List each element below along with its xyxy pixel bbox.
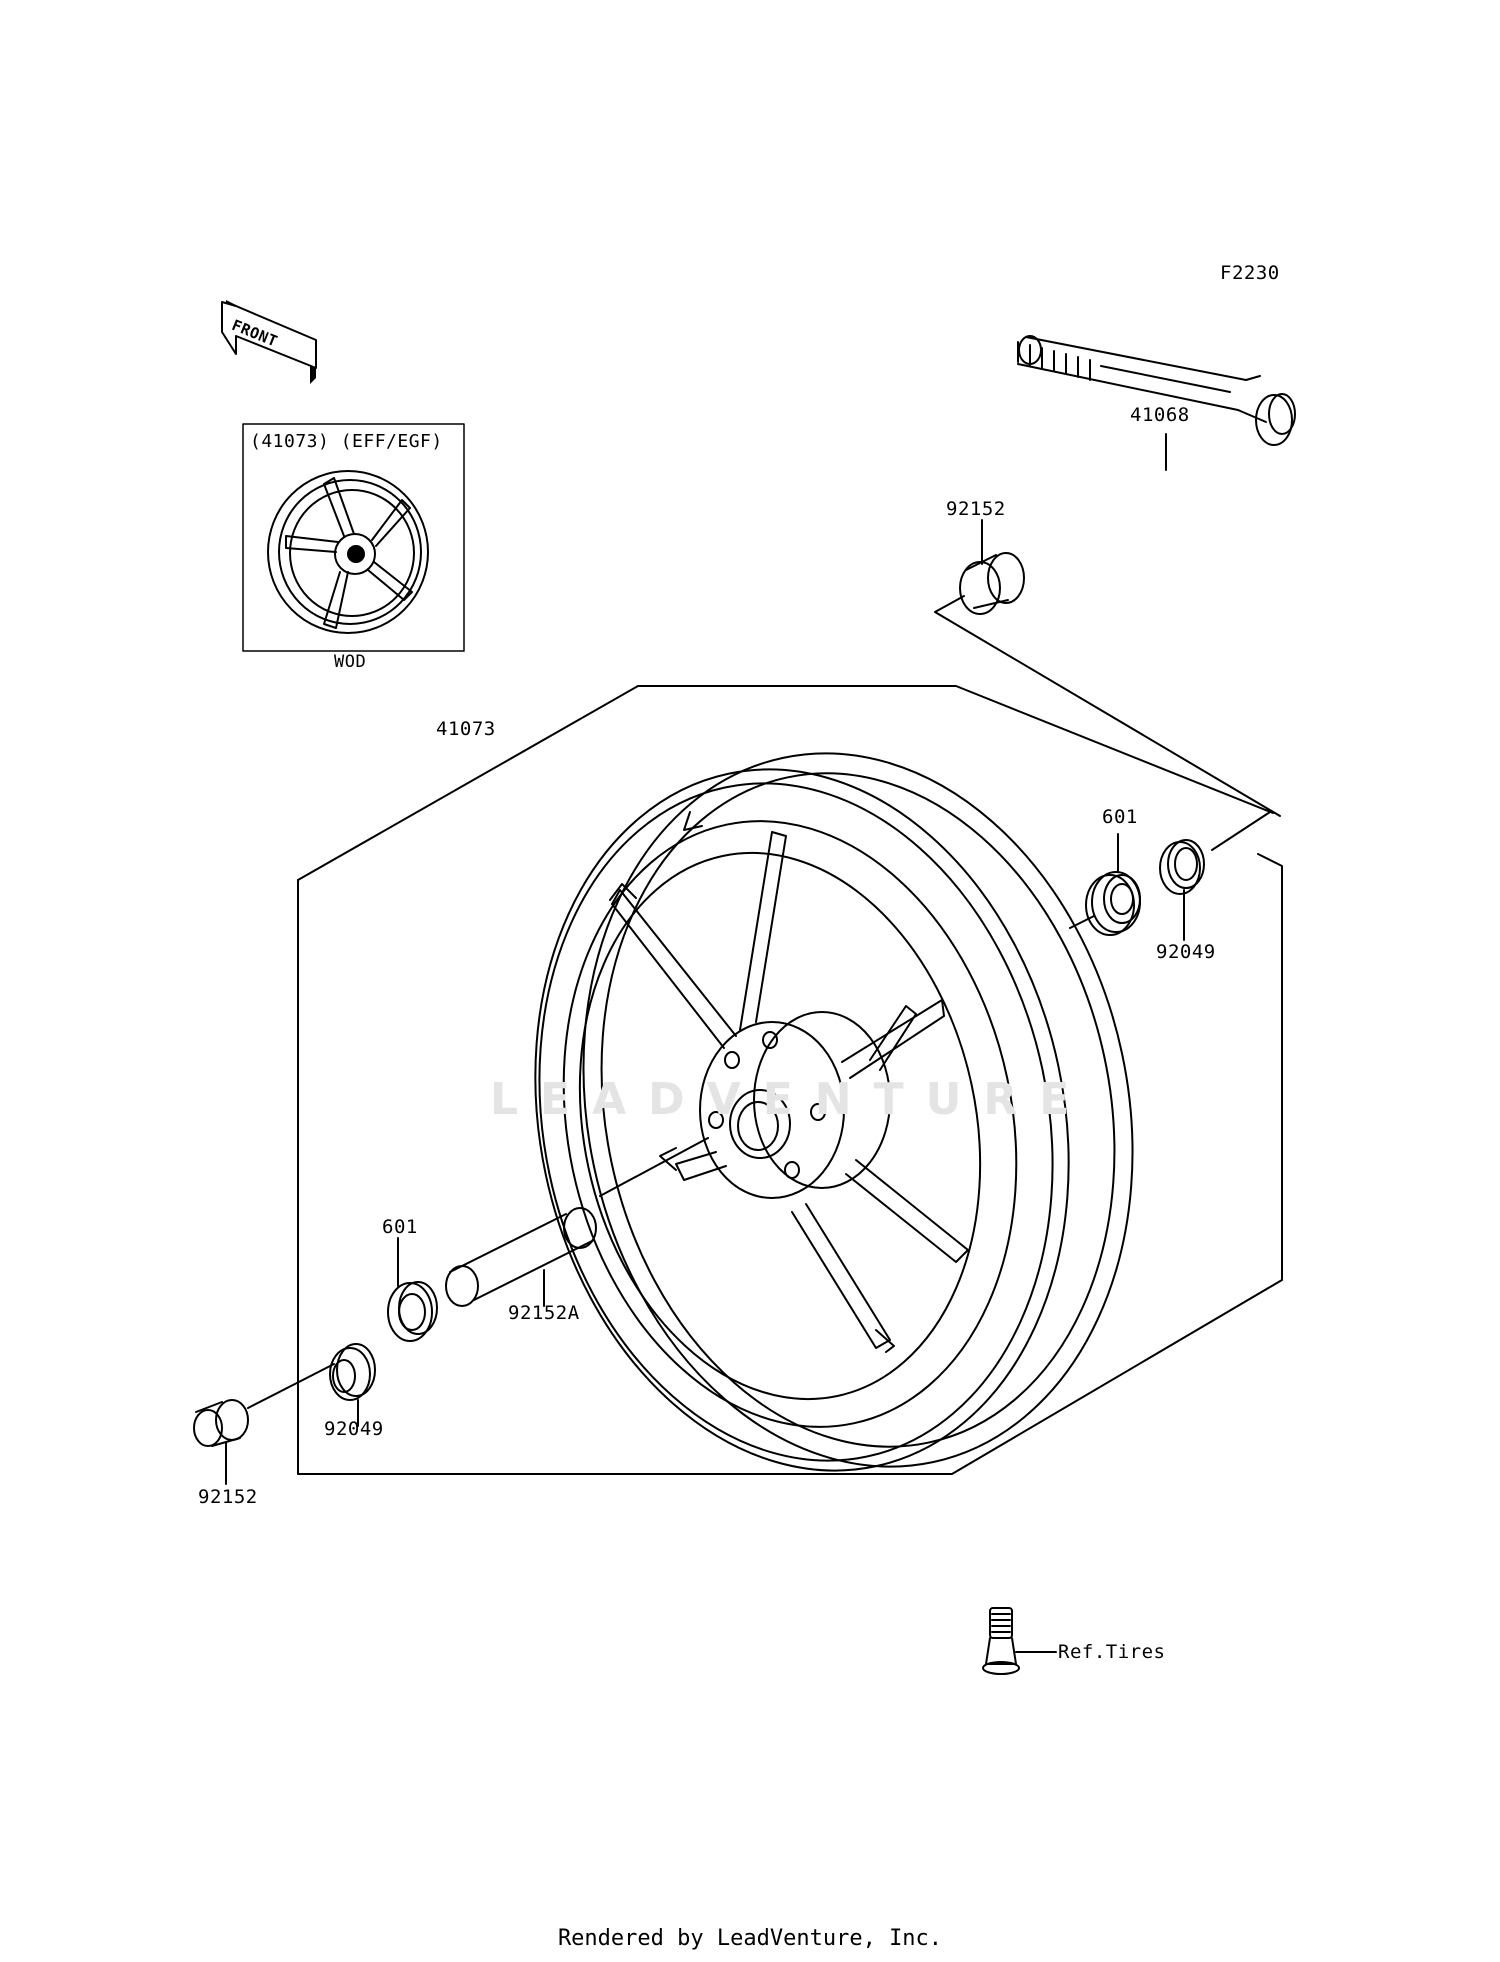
- collar-92152-bottom: [193, 1399, 249, 1485]
- reference-tires-label[interactable]: Ref.Tires: [1058, 1641, 1166, 1663]
- axle-41068: [1017, 335, 1296, 471]
- part-label-seal-left[interactable]: 92049: [324, 1418, 384, 1440]
- part-label-axle[interactable]: 41068: [1130, 404, 1190, 426]
- part-label-collar-top[interactable]: 92152: [946, 498, 1006, 520]
- part-label-collar-bottom[interactable]: 92152: [198, 1486, 258, 1508]
- leader-line-left: [247, 1363, 335, 1409]
- part-label-bearing-right[interactable]: 601: [1102, 806, 1138, 828]
- diagram-code: F2230: [1220, 262, 1280, 284]
- leader-line-right: [1069, 915, 1095, 929]
- inset-header: (41073) (EFF/EGF): [250, 431, 443, 452]
- part-label-bearing-left[interactable]: 601: [382, 1216, 418, 1238]
- part-label-wheel[interactable]: 41073: [436, 718, 496, 740]
- wheel-icon: [534, 752, 1134, 1472]
- part-label-spacer[interactable]: 92152A: [508, 1302, 580, 1324]
- valve-stem-icon: [982, 1607, 1057, 1675]
- seal-92049-right: [1159, 839, 1205, 941]
- watermark: LEADVENTURE: [490, 1074, 1092, 1125]
- collar-92152-top: [959, 519, 1025, 615]
- inset-wheel-icon: [267, 470, 429, 634]
- bearing-601-left: [387, 1237, 438, 1342]
- part-label-seal-right[interactable]: 92049: [1156, 941, 1216, 963]
- bearing-601-right: [1085, 833, 1141, 936]
- inset-box: [242, 423, 465, 652]
- leader-line: [934, 595, 1281, 817]
- inset-caption: WOD: [334, 652, 367, 672]
- wheel-frame: [297, 685, 1283, 1475]
- spacer-92152A: [445, 1137, 709, 1307]
- seal-92049-left: [329, 1343, 376, 1427]
- front-arrow-icon: [221, 300, 317, 384]
- footer-credit: Rendered by LeadVenture, Inc.: [557, 1926, 943, 1951]
